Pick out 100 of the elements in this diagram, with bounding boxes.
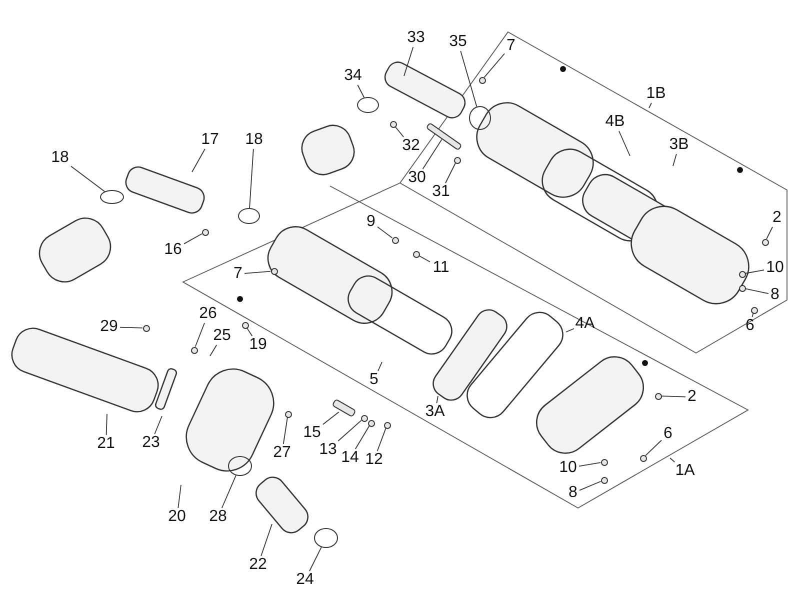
leader-line: [246, 327, 253, 336]
small-part: [368, 420, 374, 426]
small-part: [392, 236, 398, 244]
leader-line: [418, 255, 430, 262]
callout-number: 22: [247, 556, 269, 574]
callout-number: 30: [406, 169, 428, 187]
small-part: [384, 422, 390, 428]
small-part: [202, 228, 208, 236]
callout-number: 25: [211, 327, 233, 345]
leader-line: [445, 162, 456, 184]
leader-line: [322, 412, 340, 425]
leader-line: [377, 226, 393, 238]
leader-line: [357, 84, 365, 98]
leader-line: [672, 154, 677, 166]
callout-number: 31: [430, 183, 452, 201]
leader-line: [221, 474, 236, 508]
callout-number: 10: [557, 459, 579, 477]
leader-line: [70, 166, 106, 192]
small-part: [284, 410, 292, 418]
callout-number: 7: [504, 37, 518, 55]
leader-line: [184, 233, 202, 244]
callout-number: 1A: [674, 462, 696, 480]
leader-line: [260, 524, 272, 556]
clamp-ring: [100, 190, 124, 204]
small-part: [600, 458, 608, 466]
leader-line: [394, 126, 404, 138]
small-part: [390, 120, 396, 128]
callout-number: 28: [207, 508, 229, 526]
leader-line: [404, 46, 414, 76]
clamp-ring: [238, 208, 260, 224]
callout-number: 3A: [424, 403, 446, 421]
leader-line: [249, 148, 254, 208]
callout-number: 5: [368, 371, 380, 389]
leader-line: [120, 326, 143, 328]
callout-number: 1B: [645, 85, 667, 103]
small-part: [640, 454, 646, 462]
small-part: [142, 324, 150, 332]
small-part: [654, 392, 662, 400]
leader-line: [210, 344, 218, 356]
callout-number: 16: [162, 241, 184, 259]
callout-number: 4B: [604, 113, 626, 131]
callout-number: 9: [364, 213, 378, 231]
leader-line: [244, 270, 271, 274]
callout-number: 15: [301, 424, 323, 442]
callout-number: 33: [405, 29, 427, 47]
callout-number: 2: [770, 209, 784, 227]
clamp-ring: [228, 456, 252, 476]
leader-line: [766, 226, 773, 240]
callout-number: 6: [744, 317, 756, 335]
small-part: [190, 346, 198, 354]
leader-line: [154, 416, 162, 434]
callout-number: 24: [294, 571, 316, 589]
callout-number: 7: [232, 265, 244, 283]
leader-line: [745, 270, 764, 274]
leader-line: [338, 420, 362, 442]
leader-line: [192, 148, 206, 172]
callout-number: 8: [566, 484, 580, 502]
leader-line: [422, 139, 442, 170]
leader-line: [566, 328, 574, 332]
callout-number: 26: [197, 305, 219, 323]
leader-line: [744, 288, 769, 294]
small-part: [762, 238, 768, 246]
callout-number: 2: [686, 388, 698, 406]
callout-number: 20: [166, 508, 188, 526]
leader-line: [460, 50, 478, 107]
callout-number: 21: [95, 435, 117, 453]
leader-line: [579, 480, 602, 491]
callout-number: 6: [662, 425, 674, 443]
leader-line: [484, 53, 505, 78]
callout-number: 3B: [668, 136, 690, 154]
callout-number: 32: [400, 137, 422, 155]
leader-line: [376, 428, 386, 452]
small-part: [750, 306, 758, 314]
clamp-ring: [469, 106, 491, 130]
small-part: [600, 476, 608, 484]
leader-line: [648, 102, 652, 108]
callout-number: 17: [199, 131, 221, 149]
callout-number: 18: [243, 131, 265, 149]
callout-number: 10: [764, 259, 786, 277]
leader-line: [661, 396, 686, 398]
callout-number: 27: [271, 444, 293, 462]
leader-line: [436, 396, 438, 404]
leader-line: [354, 426, 370, 450]
callout-number: 14: [339, 449, 361, 467]
clamp-ring: [357, 97, 379, 113]
small-part: [454, 156, 460, 164]
leader-line: [645, 440, 662, 456]
callout-number: 23: [140, 434, 162, 452]
leader-line: [752, 312, 754, 318]
callout-number: 11: [430, 259, 452, 277]
callout-number: 12: [363, 451, 385, 469]
small-part: [360, 414, 368, 422]
leader-line: [578, 462, 601, 467]
small-part: [412, 250, 420, 258]
callout-number: 18: [49, 149, 71, 167]
callout-number: 35: [447, 33, 469, 51]
leader-line: [378, 362, 382, 372]
leader-line: [618, 130, 630, 156]
leader-line: [194, 322, 205, 348]
callout-number: 29: [98, 318, 120, 336]
